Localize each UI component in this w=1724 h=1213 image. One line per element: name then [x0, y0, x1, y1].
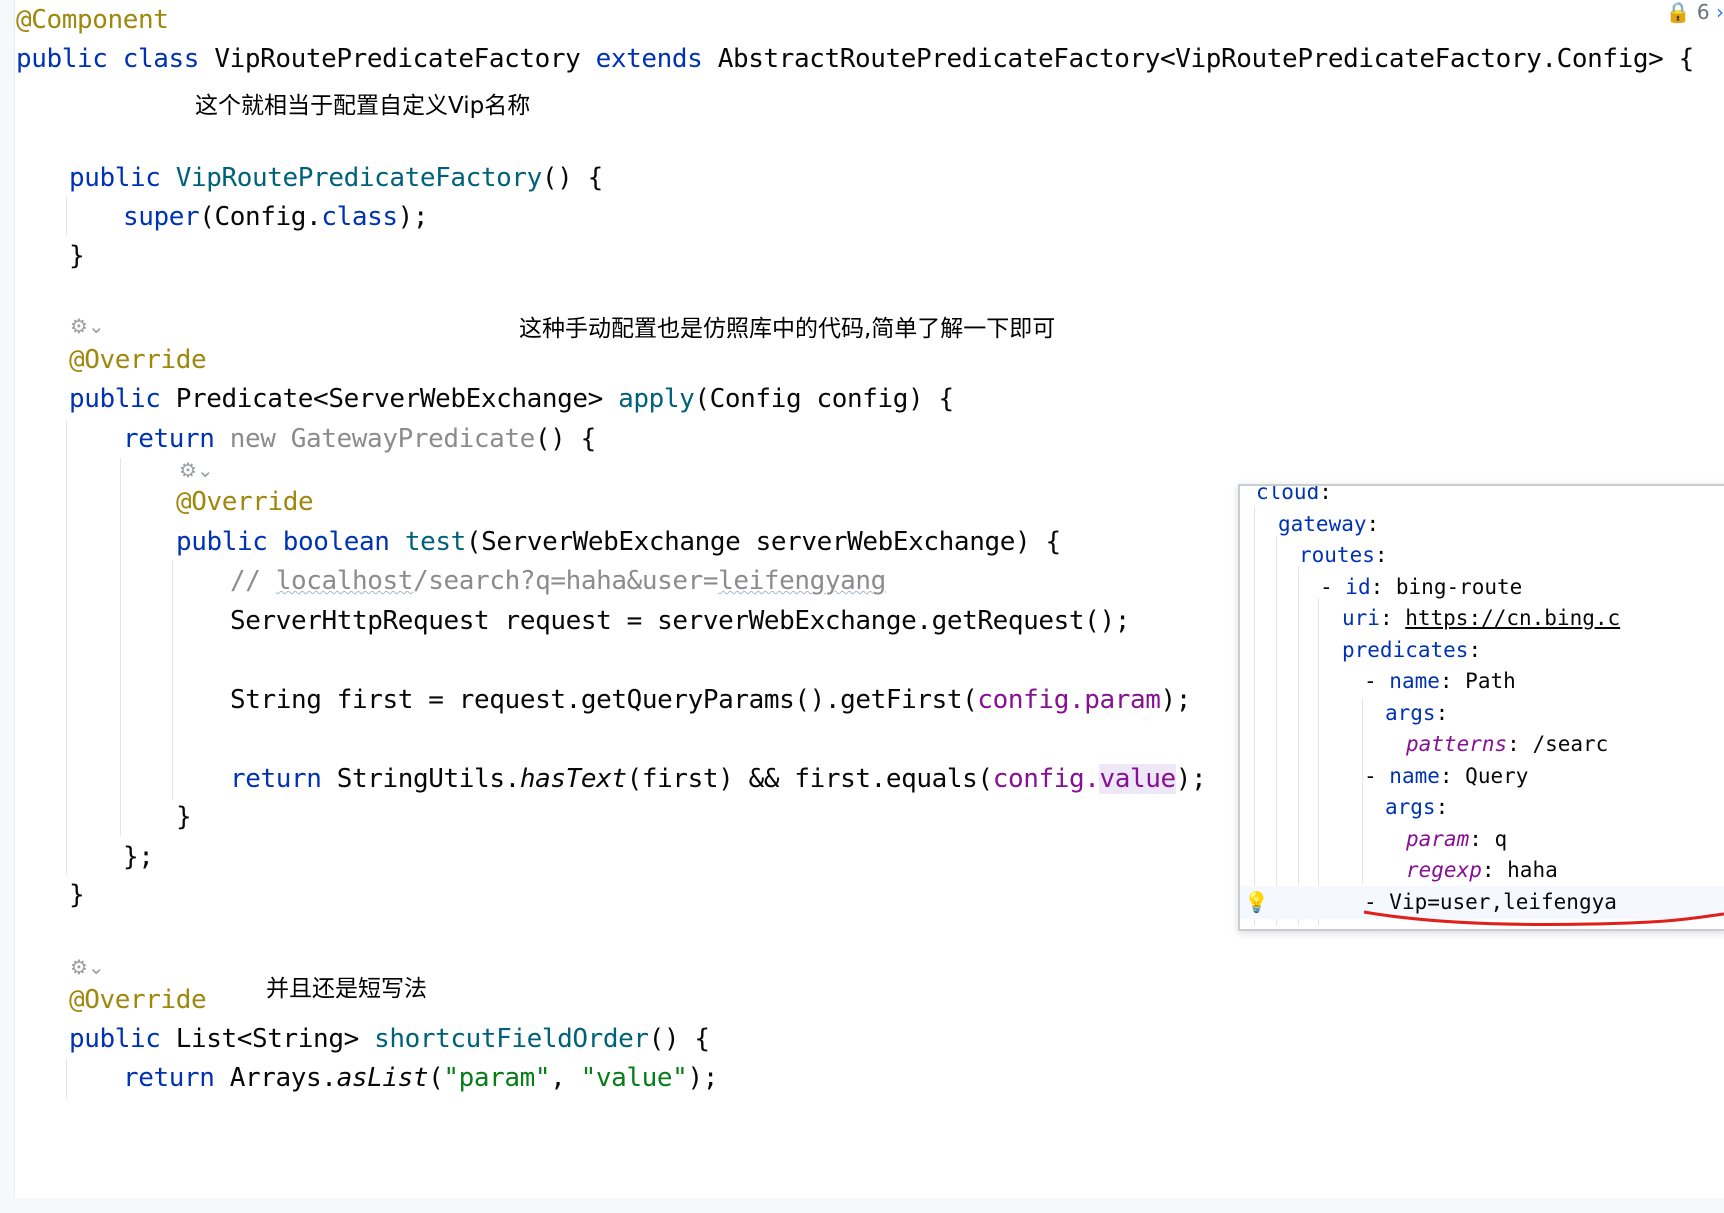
- inlay-hint-icon[interactable]: ⚙⌄: [70, 955, 105, 979]
- yaml-line: uri: https://cn.bing.c: [1342, 606, 1621, 630]
- yaml-line: - name: Path: [1364, 669, 1516, 693]
- code-line-9: @Override: [176, 487, 314, 517]
- code-line-1: @Component: [16, 5, 169, 35]
- indent-guide: [1318, 598, 1319, 926]
- indent-guide: [66, 1058, 67, 1098]
- red-underline-annotation: [1363, 910, 1724, 926]
- code-line-16: };: [123, 842, 154, 872]
- code-line-8: return new GatewayPredicate() {: [123, 424, 596, 454]
- indent-guide: [1254, 506, 1255, 926]
- inlay-hint-icon[interactable]: ⚙⌄: [179, 458, 214, 482]
- code-line-5: }: [69, 241, 85, 271]
- yaml-line: patterns: /searc: [1406, 732, 1609, 756]
- indent-guide: [1298, 566, 1299, 926]
- annotation-note-2: 这种手动配置也是仿照库中的代码,简单了解一下即可: [519, 316, 1056, 342]
- editor-gutter: [0, 0, 15, 1213]
- inspection-badge[interactable]: 🔒 6 ›: [1665, 0, 1724, 24]
- code-line-15: }: [176, 802, 192, 832]
- current-line-highlight: [1240, 886, 1724, 919]
- yaml-line: param: q: [1406, 827, 1508, 851]
- lightbulb-icon[interactable]: 💡: [1244, 890, 1269, 914]
- annotation-note-1: 这个就相当于配置自定义Vip名称: [195, 93, 531, 119]
- code-line-13: String first = request.getQueryParams().…: [230, 685, 1191, 715]
- code-line-17: }: [69, 880, 85, 910]
- yaml-line: args:: [1385, 701, 1449, 725]
- bottom-edge: [0, 1198, 1724, 1213]
- yaml-line: args:: [1385, 795, 1449, 819]
- indent-guide: [1362, 794, 1363, 884]
- indent-guide: [1362, 698, 1363, 808]
- code-line-7: public Predicate<ServerWebExchange> appl…: [69, 384, 954, 414]
- yaml-line: routes:: [1299, 543, 1388, 567]
- code-line-19: public List<String> shortcutFieldOrder()…: [69, 1024, 710, 1054]
- code-line-20: return Arrays.asList("param", "value");: [123, 1063, 718, 1093]
- code-line-12: ServerHttpRequest request = serverWebExc…: [230, 606, 1130, 636]
- annotation-note-3: 并且还是短写法: [266, 976, 427, 1002]
- yaml-line: predicates:: [1342, 638, 1482, 662]
- code-line-3: public VipRoutePredicateFactory() {: [69, 163, 603, 193]
- indent-guide: [120, 458, 121, 836]
- code-line-2: public class VipRoutePredicateFactory ex…: [16, 44, 1694, 74]
- indent-guide: [66, 196, 67, 236]
- indent-guide: [1276, 536, 1277, 926]
- yaml-line: regexp: haha: [1406, 858, 1558, 882]
- yaml-line: cloud:: [1256, 484, 1332, 504]
- inspection-count: 6: [1696, 0, 1710, 24]
- yaml-line: - id: bing-route: [1320, 575, 1523, 599]
- lock-icon: 🔒: [1665, 0, 1691, 24]
- code-line-11: // localhost/search?q=haha&user=leifengy…: [230, 566, 886, 596]
- code-line-4: super(Config.class);: [123, 202, 429, 232]
- code-line-14: return StringUtils.hasText(first) && fir…: [230, 764, 1207, 794]
- indent-guide: [172, 560, 173, 800]
- indent-guide: [66, 420, 67, 875]
- inlay-hint-icon[interactable]: ⚙⌄: [70, 314, 105, 338]
- code-line-10: public boolean test(ServerWebExchange se…: [176, 527, 1061, 557]
- yaml-line: gateway:: [1278, 512, 1380, 536]
- yaml-config-popup: 💡 cloud: gateway: routes: - id: bing-rou…: [1238, 484, 1724, 931]
- yaml-line: - Vip=user,leifengya: [1364, 890, 1617, 914]
- yaml-line: - name: Query: [1364, 764, 1529, 788]
- code-line-18: @Override: [69, 985, 207, 1015]
- code-line-6: @Override: [69, 345, 207, 375]
